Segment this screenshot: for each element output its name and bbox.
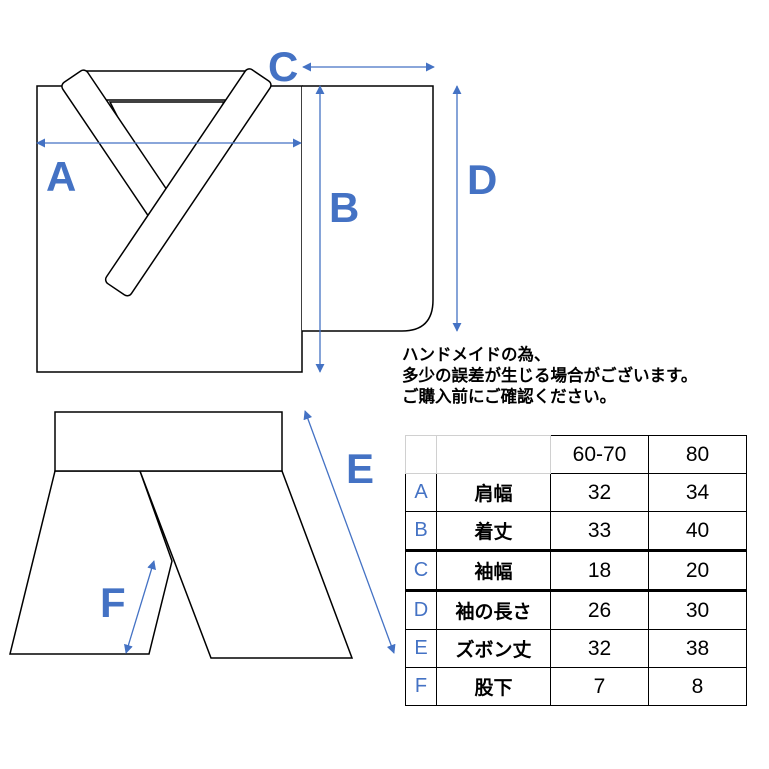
row-key: F: [405, 667, 437, 706]
label-d: D: [467, 156, 498, 203]
row-value: 32: [550, 473, 649, 512]
row-value: 34: [648, 473, 747, 512]
table-row: F 股下 7 8: [405, 667, 747, 706]
label-c: C: [268, 43, 299, 90]
row-name: 股下: [436, 667, 551, 706]
size-table: 60-70 80 A 肩幅 32 34 B 着丈 33 40 C 袖幅 18 2…: [405, 435, 747, 706]
table-row: D 袖の長さ 26 30: [405, 589, 747, 630]
label-b: B: [329, 184, 360, 231]
header-cell-blank: [405, 435, 437, 474]
pants: [9, 411, 354, 659]
row-name: 肩幅: [436, 473, 551, 512]
table-header-row: 60-70 80: [405, 435, 747, 474]
row-name: 袖幅: [436, 549, 551, 591]
arrow-e: [303, 410, 396, 654]
header-size-60-70: 60-70: [550, 435, 649, 474]
row-name: ズボン丈: [436, 629, 551, 668]
label-a: A: [46, 153, 77, 200]
header-size-80: 80: [648, 435, 747, 474]
row-value: 18: [550, 549, 649, 591]
note-line: ご購入前にご確認ください。: [402, 387, 617, 406]
row-key: B: [405, 511, 437, 551]
row-key: C: [405, 549, 437, 591]
note-line: 多少の誤差が生じる場合がございます。: [402, 366, 698, 385]
label-e: E: [346, 445, 375, 492]
row-value: 20: [648, 549, 747, 591]
row-value: 26: [550, 589, 649, 630]
table-row: B 着丈 33 40: [405, 511, 747, 551]
measurement-arrows: [36, 62, 462, 654]
header-cell-blank: [436, 435, 551, 474]
row-key: E: [405, 629, 437, 668]
row-value: 30: [648, 589, 747, 630]
row-value: 7: [550, 667, 649, 706]
table-row: C 袖幅 18 20: [405, 549, 747, 591]
jacket-body: [36, 70, 303, 373]
row-value: 33: [550, 511, 649, 551]
row-name: 着丈: [436, 511, 551, 551]
label-f: F: [100, 579, 126, 626]
table-row: E ズボン丈 32 38: [405, 629, 747, 668]
row-value: 40: [648, 511, 747, 551]
row-key: A: [405, 473, 437, 512]
row-key: D: [405, 589, 437, 630]
arrow-f: [124, 560, 156, 654]
row-value: 32: [550, 629, 649, 668]
jacket-sleeve: [302, 85, 434, 332]
row-value: 8: [648, 667, 747, 706]
handmade-note: ハンドメイドの為、 多少の誤差が生じる場合がございます。 ご購入前にご確認くださ…: [402, 344, 697, 407]
note-line: ハンドメイドの為、: [402, 345, 551, 364]
row-value: 38: [648, 629, 747, 668]
row-name: 袖の長さ: [436, 589, 551, 630]
table-row: A 肩幅 32 34: [405, 473, 747, 512]
